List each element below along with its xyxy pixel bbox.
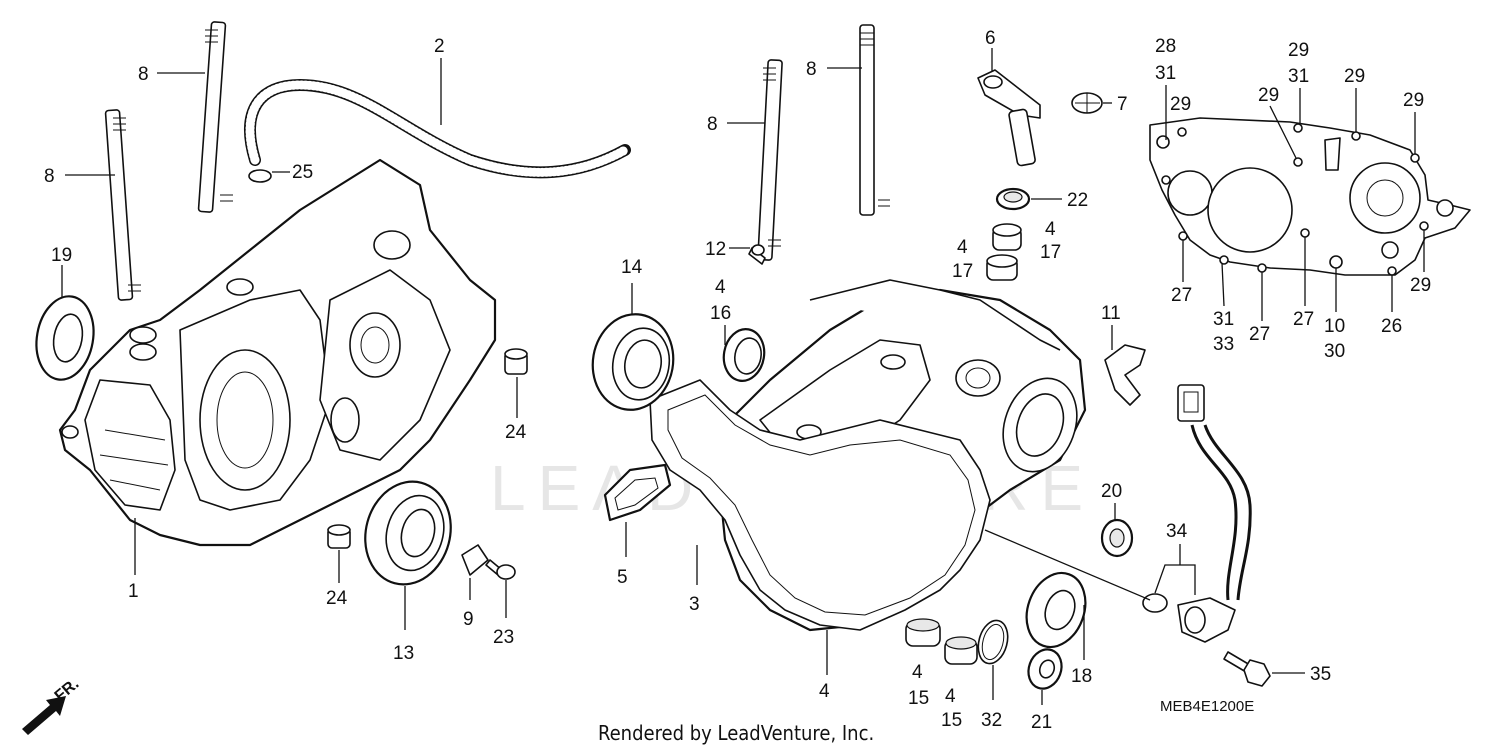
- callout-18: 18: [1071, 666, 1092, 687]
- callout-19: 19: [51, 245, 72, 266]
- ball-bearing-part[interactable]: [354, 472, 462, 594]
- callout-21: 21: [1031, 712, 1052, 733]
- spring-part[interactable]: [1071, 92, 1103, 114]
- needle-bearing-part[interactable]: [1100, 518, 1134, 558]
- callout-4-d: 4: [957, 237, 968, 258]
- callout-31-b: 31: [1288, 66, 1309, 87]
- screw-part[interactable]: [485, 559, 516, 580]
- oil-guide-part[interactable]: [603, 463, 672, 522]
- callout-17-b: 17: [952, 261, 973, 282]
- needle-bearing-part[interactable]: [986, 254, 1018, 281]
- oil-seal-part[interactable]: [1017, 565, 1096, 656]
- callout-27-a: 27: [1171, 285, 1192, 306]
- stud-bolt-part[interactable]: [104, 109, 141, 301]
- callout-13: 13: [393, 643, 414, 664]
- callout-15-b: 15: [941, 710, 962, 731]
- callout-25: 25: [292, 162, 313, 183]
- callout-10: 10: [1324, 316, 1345, 337]
- callout-17-a: 17: [1040, 242, 1061, 263]
- flange-bolt-part[interactable]: [1223, 651, 1271, 687]
- callout-34: 34: [1166, 521, 1188, 542]
- callout-33: 33: [1213, 334, 1234, 355]
- callout-24-a: 24: [505, 422, 527, 443]
- callout-29-d: 29: [1344, 66, 1365, 87]
- callout-1: 1: [128, 581, 139, 602]
- dowel-pin-part[interactable]: [504, 348, 528, 375]
- roller-bearing-part[interactable]: [585, 308, 680, 416]
- callout-14: 14: [621, 257, 643, 278]
- stud-bolt-part[interactable]: [859, 24, 890, 216]
- cable-guide-part[interactable]: [1104, 344, 1146, 406]
- callout-5: 5: [617, 567, 628, 588]
- diagram-code: MEB4E1200E: [1160, 698, 1254, 715]
- callout-30: 30: [1324, 341, 1345, 362]
- callout-27-b: 27: [1249, 324, 1270, 345]
- gear-position-sensor-part[interactable]: [1177, 384, 1252, 643]
- left-crankcase-part[interactable]: [58, 158, 497, 547]
- callout-23: 23: [493, 627, 514, 648]
- callout-29-c: 29: [1258, 85, 1279, 106]
- callout-29-e: 29: [1403, 90, 1424, 111]
- callout-29-b: 29: [1288, 40, 1309, 61]
- callout-27-c: 27: [1293, 309, 1314, 330]
- callout-31-a: 31: [1155, 63, 1176, 84]
- oil-seal-part[interactable]: [30, 292, 100, 384]
- right-cover-gasket-part[interactable]: [1149, 117, 1471, 276]
- callout-28: 28: [1155, 36, 1176, 57]
- setting-plate-part[interactable]: [461, 544, 489, 576]
- callout-9: 9: [463, 609, 474, 630]
- callout-8-d: 8: [806, 59, 817, 80]
- callout-4-f: 4: [945, 686, 956, 707]
- callout-12: 12: [705, 239, 726, 260]
- hose-clip-part[interactable]: [248, 169, 272, 183]
- callout-16: 16: [710, 303, 731, 324]
- callout-24-b: 24: [326, 588, 348, 609]
- footer-credit: Rendered by LeadVenture, Inc.: [598, 721, 874, 745]
- callout-6: 6: [985, 28, 996, 49]
- callout-8-c: 8: [707, 114, 718, 135]
- callout-35: 35: [1310, 664, 1331, 685]
- screw-part[interactable]: [748, 244, 766, 265]
- shift-drum-stopper-part[interactable]: [977, 69, 1041, 167]
- callout-20: 20: [1101, 481, 1122, 502]
- callout-8-a: 8: [44, 166, 55, 187]
- callout-3: 3: [689, 594, 700, 615]
- callout-31-c: 31: [1213, 309, 1234, 330]
- callout-15-a: 15: [908, 688, 929, 709]
- callout-32: 32: [981, 710, 1002, 731]
- needle-bearing-part[interactable]: [720, 326, 768, 384]
- o-ring-part[interactable]: [1142, 593, 1168, 613]
- callout-22: 22: [1067, 190, 1088, 211]
- callout-4-e: 4: [912, 662, 923, 683]
- collar-part[interactable]: [995, 187, 1031, 211]
- callout-11: 11: [1101, 303, 1121, 324]
- breather-hose-part[interactable]: [244, 78, 631, 179]
- callout-4-a: 4: [819, 681, 830, 702]
- front-direction-arrow-icon: [22, 696, 66, 735]
- callout-4-c: 4: [1045, 219, 1056, 240]
- callout-26: 26: [1381, 316, 1402, 337]
- callout-29-a: 29: [1170, 94, 1191, 115]
- needle-bearing-part[interactable]: [944, 636, 978, 665]
- dowel-pin-part[interactable]: [327, 524, 351, 549]
- callout-8-b: 8: [138, 64, 149, 85]
- needle-bearing-part[interactable]: [992, 223, 1022, 251]
- stud-bolt-part[interactable]: [197, 21, 233, 213]
- callout-29-f: 29: [1410, 275, 1431, 296]
- callout-2: 2: [434, 36, 445, 57]
- snap-ring-part[interactable]: [974, 617, 1012, 667]
- oil-seal-part[interactable]: [1023, 645, 1067, 694]
- needle-bearing-part[interactable]: [905, 618, 941, 647]
- callout-4-b: 4: [715, 277, 726, 298]
- crankcase-gasket-part[interactable]: [649, 279, 1061, 631]
- stud-bolt-part[interactable]: [757, 59, 783, 261]
- callout-7: 7: [1117, 94, 1128, 115]
